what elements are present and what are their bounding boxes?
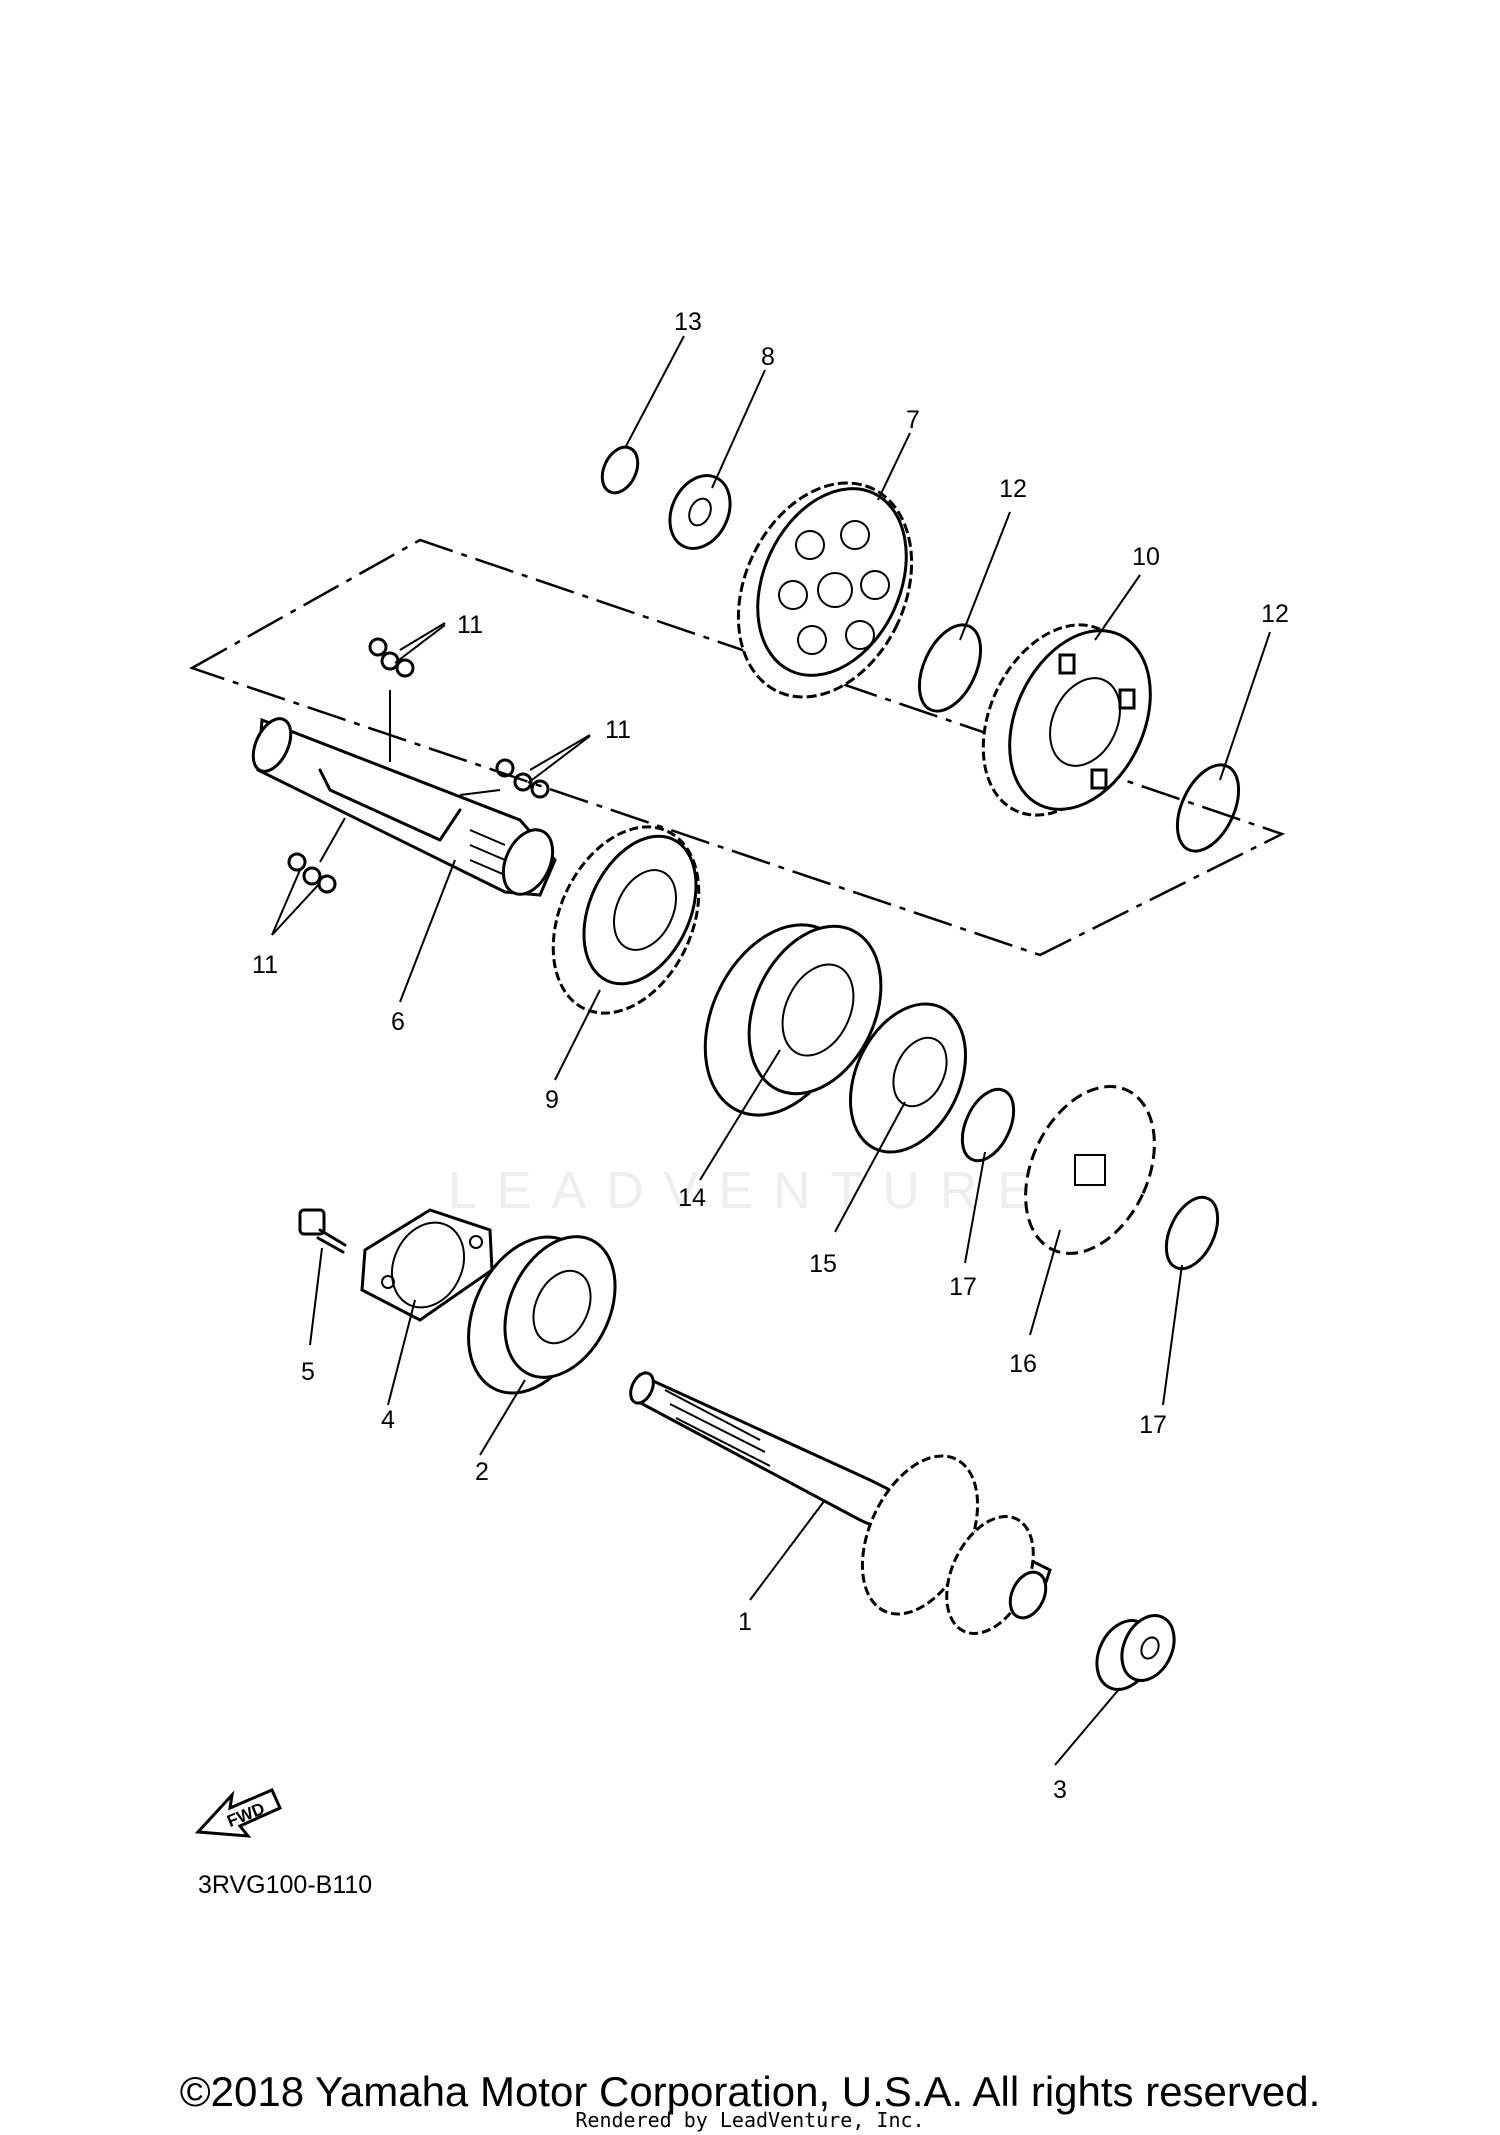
subassembly-outline [188, 538, 1286, 957]
part-3-collar [1095, 1614, 1176, 1691]
callout-11-left: 11 [252, 951, 278, 979]
fwd-arrow-icon: FWD [194, 1788, 282, 1838]
callout-14: 14 [678, 1184, 706, 1212]
part-7-gear [736, 481, 914, 699]
diagram-reference-code: 3RVG100-B110 [198, 1871, 373, 1899]
watermark-text: LEADVENTURE [448, 1162, 1052, 1220]
callout-16: 16 [1009, 1350, 1037, 1378]
part-11-balls-right [495, 758, 550, 799]
callout-12-upper: 12 [999, 475, 1027, 503]
callout-2: 2 [475, 1458, 489, 1486]
callout-3: 3 [1053, 1776, 1067, 1804]
callout-15: 15 [809, 1250, 837, 1278]
callout-6: 6 [391, 1008, 405, 1036]
callout-17-upper: 17 [949, 1273, 977, 1301]
part-15-oil-seal [848, 1002, 968, 1154]
callout-11-right: 11 [605, 716, 631, 744]
callout-4: 4 [381, 1406, 395, 1434]
callout-17-lower: 17 [1139, 1411, 1167, 1439]
part-11-balls-left [287, 852, 337, 894]
part-4-plate [360, 1208, 494, 1322]
part-5-bolt [298, 1208, 347, 1254]
part-17-circlip-upper [960, 1087, 1016, 1163]
callout-7: 7 [906, 406, 920, 434]
callout-12-lower: 12 [1261, 600, 1289, 628]
part-9-gear [551, 825, 701, 1015]
part-10-gear [981, 623, 1152, 817]
part-8-washer [668, 474, 732, 550]
part-16-sprocket [1024, 1085, 1156, 1255]
rendered-by-credit: Rendered by LeadVenture, Inc. [575, 2108, 925, 2132]
part-14-bearing [703, 923, 883, 1117]
part-2-bearing [467, 1235, 617, 1395]
part-6-shaft [251, 717, 557, 897]
part-13-circlip [600, 445, 640, 495]
callout-13: 13 [674, 308, 702, 336]
part-1-main-axle [629, 1371, 1052, 1635]
part-11-balls-top [368, 637, 415, 678]
callout-10: 10 [1132, 543, 1160, 571]
leader-lines [271, 335, 1271, 1766]
part-17-circlip-lower [1164, 1195, 1220, 1271]
callout-9: 9 [545, 1086, 559, 1114]
part-12-circlip-lower [1175, 763, 1241, 853]
copyright-notice: ©2018 Yamaha Motor Corporation, U.S.A. A… [179, 2068, 1321, 2115]
callout-8: 8 [761, 343, 775, 371]
callout-1: 1 [738, 1608, 752, 1636]
callout-5: 5 [301, 1358, 315, 1386]
part-12-circlip-upper [917, 623, 983, 713]
callout-11-top: 11 [457, 611, 483, 639]
